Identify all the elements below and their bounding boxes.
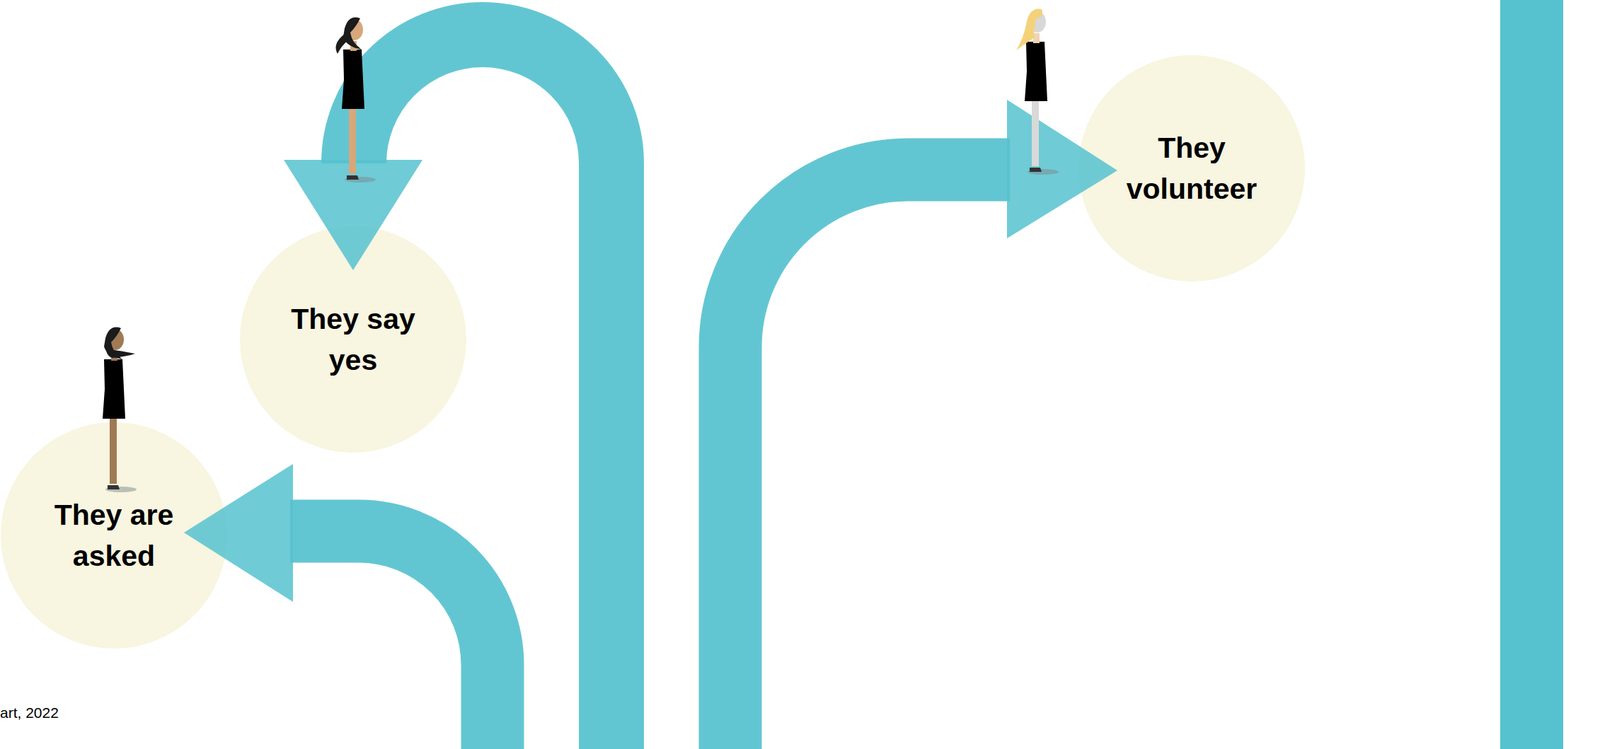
circle-shape — [0, 422, 228, 649]
flow-arrow-body — [290, 531, 493, 749]
circle-shape — [1078, 55, 1305, 282]
circle-fill — [1078, 55, 1305, 282]
circle-fill — [239, 226, 467, 453]
arrow-head — [1006, 99, 1118, 239]
step-circle: They are asked — [0, 422, 228, 649]
circle-shape — [239, 226, 467, 453]
step-label: They volunteer — [1115, 127, 1269, 210]
arrow-head — [183, 464, 293, 603]
circle-fill — [0, 422, 228, 649]
woman-figure — [1016, 8, 1059, 175]
step-label: They say yes — [277, 298, 430, 381]
flow-arrow-body — [730, 169, 1010, 749]
woman-figure — [336, 17, 376, 183]
flow-arrows — [290, 34, 1010, 749]
side-bar — [1500, 0, 1564, 749]
woman-figure — [102, 327, 137, 493]
source-note: art, 2022 — [0, 704, 59, 722]
flow-arrow-body — [353, 34, 612, 749]
step-label: They are asked — [38, 494, 191, 577]
arrow-head — [283, 159, 423, 271]
step-circle: They volunteer — [1078, 55, 1305, 282]
arrow-heads — [183, 99, 1118, 603]
step-circle: They say yes — [239, 226, 467, 453]
